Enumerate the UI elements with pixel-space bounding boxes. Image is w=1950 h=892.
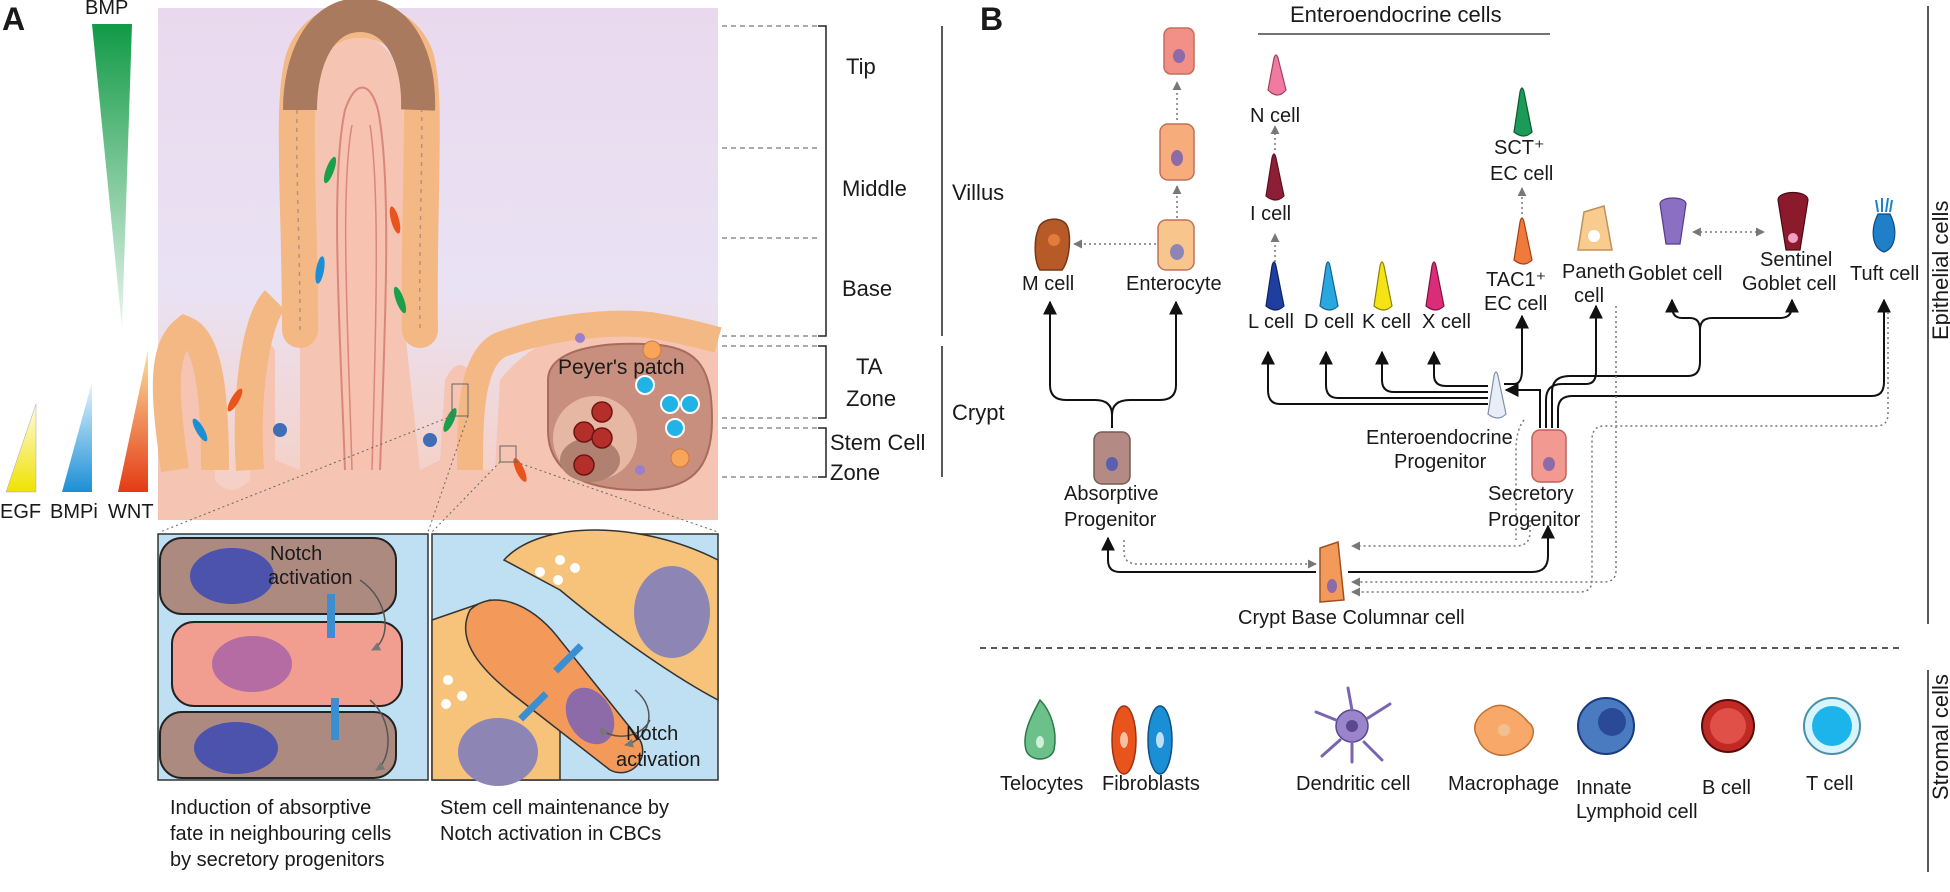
- tac1-ec-cell-icon: [1513, 217, 1533, 265]
- panel-a-letter: A: [2, 1, 25, 37]
- sentinel-goblet-label-line2: Goblet cell: [1742, 273, 1837, 295]
- n-cell-icon: [1267, 54, 1287, 96]
- tuft-cell-label: Tuft cell: [1850, 263, 1919, 285]
- absorptive-progenitor-label-line1: Absorptive: [1064, 483, 1159, 505]
- inset-right-notch-line2: activation: [616, 749, 701, 771]
- paneth-cell-label-line2: cell: [1574, 285, 1604, 307]
- innate-lymphoid-label-line2: Lymphoid cell: [1576, 801, 1698, 823]
- fibroblasts-label: Fibroblasts: [1102, 773, 1200, 795]
- tac1-ec-cell-label-line2: EC cell: [1484, 293, 1547, 315]
- bmpi-label: BMPi: [50, 501, 98, 523]
- enteroendocrine-progenitor-label-line1: Enteroendocrine: [1366, 427, 1513, 449]
- inset-right-illustration: [431, 529, 719, 786]
- b-cell-label: B cell: [1702, 777, 1751, 799]
- d-cell-icon: [1319, 261, 1339, 311]
- secretory-progenitor-label-line2: Progenitor: [1488, 509, 1581, 531]
- secretory-progenitor-icon: [1531, 429, 1567, 483]
- x-cell-icon: [1425, 261, 1445, 311]
- sentinel-goblet-label-line1: Sentinel: [1760, 249, 1832, 271]
- middle-label: Middle: [842, 176, 907, 201]
- stem-cell-zone-label-line1: Stem Cell: [830, 430, 925, 455]
- tip-label: Tip: [846, 54, 876, 79]
- ta-zone-label-line1: TA: [856, 354, 883, 379]
- tac1-ec-cell-label-line1: TAC1⁺: [1486, 269, 1546, 291]
- inset-left-notch-line2: activation: [268, 567, 353, 589]
- t-cell-label: T cell: [1806, 773, 1853, 795]
- stromal-cell-icons: [1024, 686, 1861, 775]
- l-cell-label: L cell: [1248, 311, 1294, 333]
- i-cell-icon: [1265, 153, 1285, 201]
- paneth-cell-label-line1: Paneth: [1562, 261, 1625, 283]
- inset-left-caption-line1: Induction of absorptive: [170, 797, 371, 819]
- k-cell-icon: [1373, 261, 1393, 311]
- stromal-cells-side-label: Stromal cells: [1928, 674, 1950, 800]
- dendritic-cell-icon: [1314, 686, 1392, 764]
- bmp-gradient-wedge: [92, 24, 132, 328]
- crypt-label: Crypt: [952, 400, 1005, 425]
- n-cell-label: N cell: [1250, 105, 1300, 127]
- paneth-cell-icon: [1577, 205, 1613, 251]
- enterocyte-label: Enterocyte: [1126, 273, 1222, 295]
- x-cell-label: X cell: [1422, 311, 1471, 333]
- l-cell-icon: [1265, 261, 1285, 311]
- panel-b-cell-icons: [1034, 27, 1896, 603]
- sentinel-goblet-cell-icon: [1777, 191, 1809, 251]
- epithelial-cells-side-label: Epithelial cells: [1928, 201, 1950, 340]
- wnt-gradient-wedge: [118, 350, 148, 492]
- zone-brackets: [722, 25, 818, 478]
- crypt-base-columnar-cell-icon: [1319, 540, 1345, 603]
- enteroendocrine-progenitor-label-line2: Progenitor: [1394, 451, 1487, 473]
- secretory-progenitor-label-line1: Secretory: [1488, 483, 1574, 505]
- peyers-patch-label: Peyer's patch: [558, 356, 685, 379]
- inset-left-notch-line1: Notch: [270, 543, 322, 565]
- enteroendocrine-progenitor-icon: [1487, 371, 1507, 419]
- innate-lymphoid-label-line1: Innate: [1576, 777, 1632, 799]
- enteroendocrine-header: Enteroendocrine cells: [1290, 2, 1502, 27]
- telocyte-icon: [1024, 698, 1056, 760]
- bmp-label: BMP: [85, 0, 128, 19]
- macrophage-label: Macrophage: [1448, 773, 1559, 795]
- panel-b-letter: B: [980, 1, 1003, 37]
- villus-label: Villus: [952, 180, 1004, 205]
- inset-right-caption-line2: Notch activation in CBCs: [440, 823, 661, 845]
- panel-b-lineage-arrows: [1043, 81, 1891, 597]
- wnt-label: WNT: [108, 501, 154, 523]
- ta-zone-label-line2: Zone: [846, 386, 896, 411]
- stem-cell-zone-label-line2: Zone: [830, 460, 880, 485]
- inset-right-notch-line1: Notch: [626, 723, 678, 745]
- dendritic-cell-label: Dendritic cell: [1296, 773, 1410, 795]
- inset-left-caption-line2: fate in neighbouring cells: [170, 823, 391, 845]
- tuft-cell-icon: [1872, 213, 1896, 253]
- egf-gradient-wedge: [5, 403, 37, 493]
- goblet-cell-icon: [1659, 197, 1687, 245]
- crypt-base-columnar-label: Crypt Base Columnar cell: [1238, 607, 1465, 629]
- bmpi-gradient-wedge: [62, 382, 92, 492]
- telocytes-label: Telocytes: [1000, 773, 1083, 795]
- egf-label: EGF: [0, 501, 41, 523]
- zone-bracket-lines: [818, 25, 943, 478]
- sct-ec-cell-label-line1: SCT⁺: [1494, 137, 1545, 159]
- sct-ec-cell-icon: [1513, 87, 1533, 137]
- m-cell-label: M cell: [1022, 273, 1074, 295]
- goblet-cell-label: Goblet cell: [1628, 263, 1723, 285]
- i-cell-label: I cell: [1250, 203, 1291, 225]
- inset-left-illustration: [157, 533, 429, 781]
- absorptive-progenitor-label-line2: Progenitor: [1064, 509, 1157, 531]
- d-cell-label: D cell: [1304, 311, 1354, 333]
- inset-right-caption-line1: Stem cell maintenance by: [440, 797, 669, 819]
- base-label: Base: [842, 276, 892, 301]
- villus-illustration: [152, 0, 722, 533]
- k-cell-label: K cell: [1362, 311, 1411, 333]
- inset-left-caption-line3: by secretory progenitors: [170, 849, 385, 871]
- sct-ec-cell-label-line2: EC cell: [1490, 163, 1553, 185]
